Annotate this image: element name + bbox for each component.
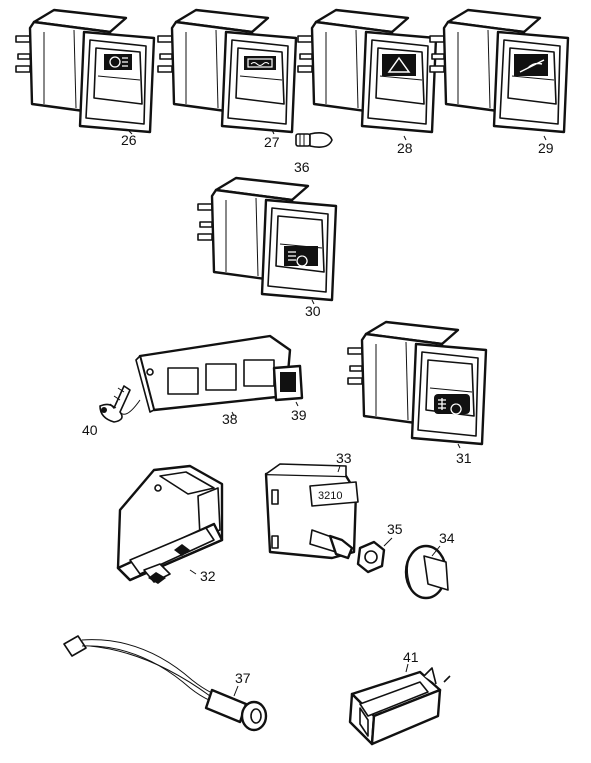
switch-33: 3210 (264, 463, 359, 560)
switch-27 (156, 8, 298, 134)
part-label-26: 26 (121, 132, 137, 148)
cable-37 (63, 635, 268, 732)
switch-panel-38 (135, 334, 292, 413)
clip-39 (272, 364, 304, 402)
screw-40 (99, 385, 141, 423)
part-label-36: 36 (294, 159, 310, 175)
part-label-37: 37 (235, 670, 251, 686)
part-label-40: 40 (82, 422, 98, 438)
part-label-27: 27 (264, 134, 280, 150)
part-label-35: 35 (387, 521, 403, 537)
rear-window-heater-icon (244, 56, 276, 70)
switch-32 (116, 464, 224, 584)
switch-29 (428, 8, 570, 134)
part-33-marking: 3210 (318, 490, 342, 502)
switch-30 (196, 176, 338, 302)
nut-35 (356, 540, 386, 574)
part-label-30: 30 (305, 303, 321, 319)
switch-26 (14, 8, 156, 134)
part-label-31: 31 (456, 450, 472, 466)
part-label-39: 39 (291, 407, 307, 423)
part-label-33: 33 (336, 450, 352, 466)
part-label-41: 41 (403, 649, 419, 665)
part-label-34: 34 (439, 530, 455, 546)
part-label-28: 28 (397, 140, 413, 156)
switch-28 (296, 8, 438, 134)
part-label-29: 29 (538, 140, 554, 156)
knob-34 (404, 544, 449, 600)
switch-31 (346, 320, 488, 446)
part-label-32: 32 (200, 568, 216, 584)
bulb-36 (295, 132, 333, 148)
part-label-38: 38 (222, 411, 238, 427)
switch-41 (348, 667, 451, 746)
